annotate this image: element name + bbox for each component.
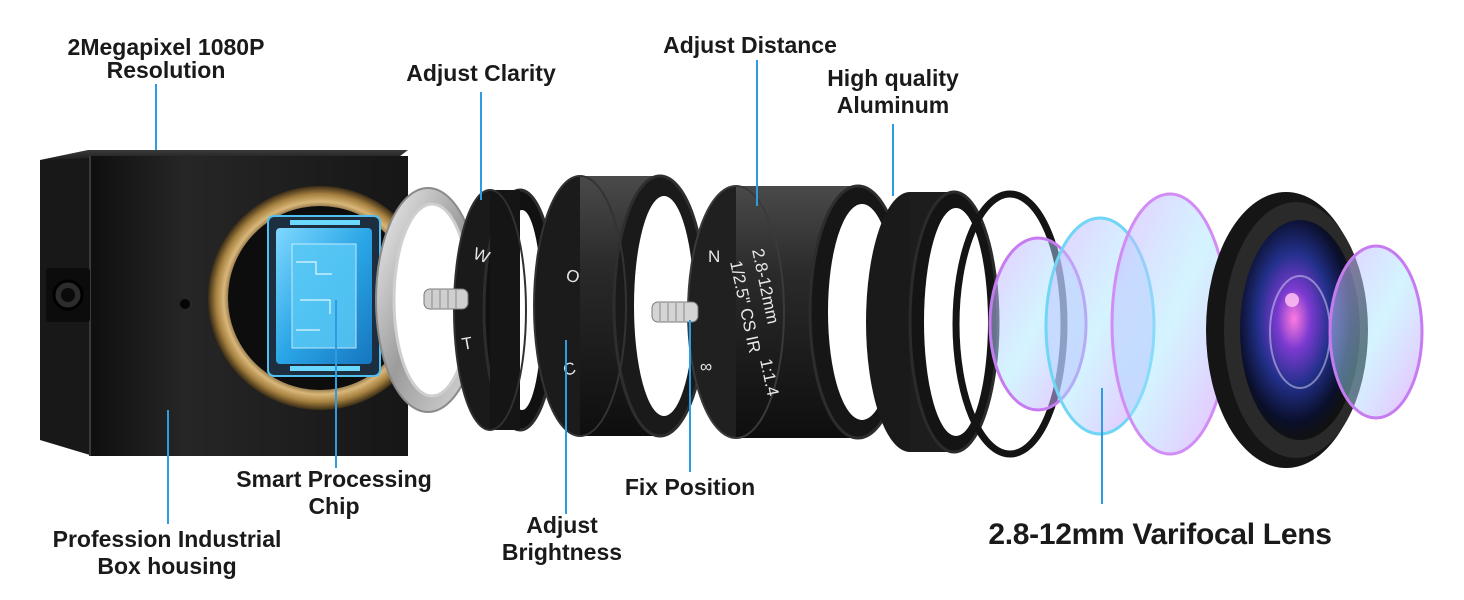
label-chip-line1: Smart Processing [236,466,432,492]
label-varifocal-lens: 2.8-12mm Varifocal Lens [988,518,1332,551]
label-aluminum-line2: Aluminum [836,92,950,118]
label-resolution-line2: Resolution [106,57,226,83]
camera-box-housing [40,150,432,456]
aluminum-sleeve [866,190,1000,454]
clarity-ring-top-mark: W [471,244,493,267]
label-distance: Adjust Distance [663,32,837,58]
label-chip: Smart Processing Chip [220,466,448,520]
label-clarity: Adjust Clarity [406,60,556,86]
label-resolution: 2Megapixel 1080P Resolution [46,34,286,84]
leader-lines [155,60,1103,524]
label-brightness: Adjust Brightness [482,512,642,566]
front-lens [1206,192,1424,468]
optical-filters [988,192,1230,456]
label-chip-line2: Chip [308,493,360,519]
label-brightness-line1: Adjust [526,512,598,538]
processing-chip [267,215,381,377]
brightness-ring-top-mark: O [564,266,582,288]
label-housing-line1: Profession Industrial [52,526,282,552]
clarity-ring: W T [423,188,558,432]
barrel-infinity-mark: ∞ [700,357,712,376]
barrel-near-mark: N [708,247,720,266]
label-aluminum-line1: High quality [827,65,959,91]
label-housing-line2: Box housing [97,553,237,579]
label-aluminum: High quality Aluminum [800,65,986,119]
label-housing: Profession Industrial Box housing [36,526,298,580]
label-fix-position: Fix Position [624,474,756,500]
clarity-ring-bottom-mark: T [460,333,474,354]
label-brightness-line2: Brightness [501,539,623,565]
label-resolution-line1: 2Megapixel 1080P [67,34,265,60]
